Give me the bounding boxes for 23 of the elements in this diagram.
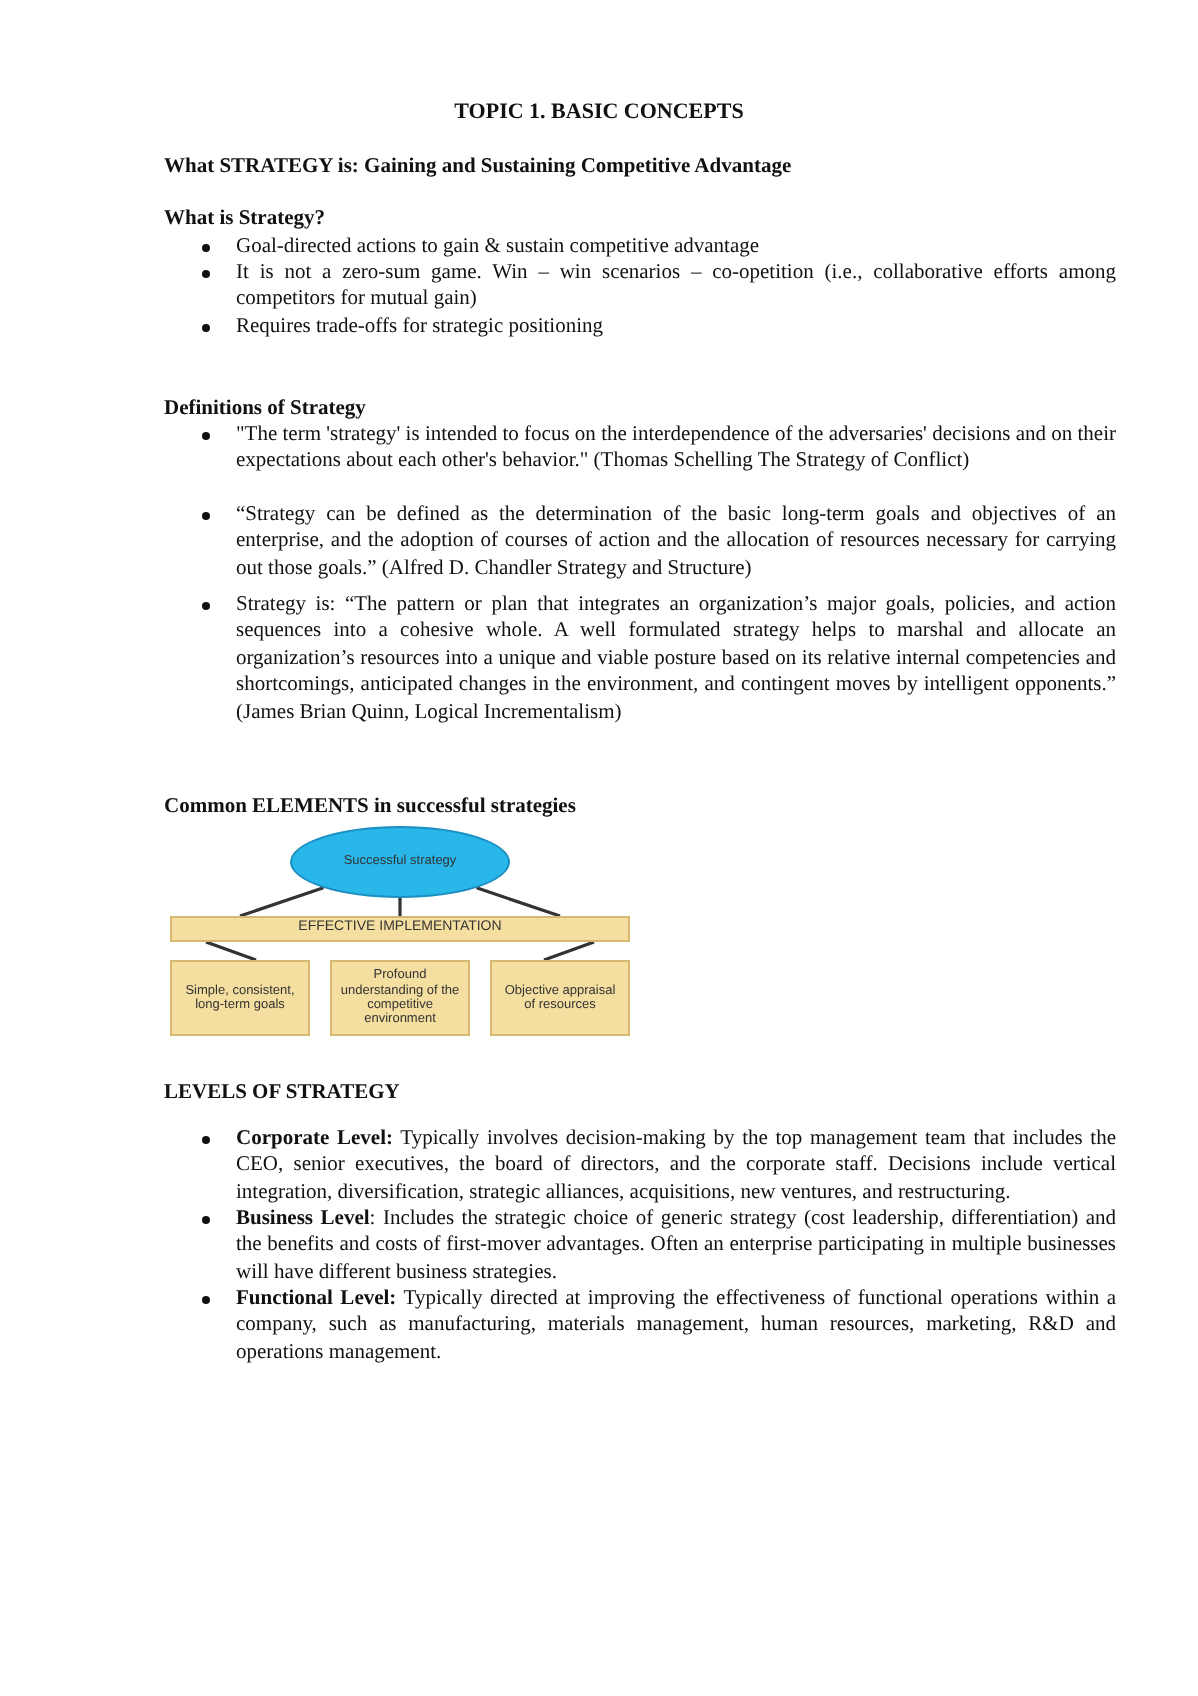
bullet-text: "The term 'strategy' is intended to focus on the interdependence of the adversaries' decisions and on their expectations about each other's behavior." (Thomas Schelling The Strategy of Conflict) — [236, 422, 1116, 476]
connector-line — [205, 940, 257, 962]
section-heading: What is Strategy? — [164, 206, 325, 233]
bullet-text: Corporate Level: Typically involves decision-making by the top management team that includes the CEO, senior executives, the board of directors, and the corporate staff. Decisions include vertical integration, diversification, strategic alliances, acquisitions, new ventures, and restructuring. — [236, 1126, 1116, 1207]
connector-line — [543, 940, 595, 962]
connector-line — [476, 886, 561, 918]
section-heading: Definitions of Strategy — [164, 396, 366, 423]
banner-bar — [170, 916, 630, 942]
process-box — [490, 960, 630, 1036]
process-box — [170, 960, 310, 1036]
bullet-text: “Strategy can be defined as the determination of the basic long-term goals and objectives of an enterprise, and the adoption of courses of action and the allocation of resources necessary for carrying out those goals.” (Alfred D. Chandler Strategy and Structure) — [236, 502, 1116, 583]
section-heading: What STRATEGY is: Gaining and Sustaining Competitive Advantage — [164, 154, 792, 181]
section-heading: LEVELS OF STRATEGY — [164, 1080, 400, 1107]
connector-line — [239, 886, 324, 918]
bullet-text: Strategy is: “The pattern or plan that integrates an organization’s major goals, policies, and action sequences into a cohesive whole. A well formulated strategy helps to marshal and allocate an organization’s resources into a unique and viable posture based on its relative internal competencies and shortcomings, anticipated changes in the environment, and contingent moves by intelligent opponents.” (James Brian Quinn, Logical Incrementalism) — [236, 592, 1116, 727]
connector-line — [398, 898, 402, 916]
bullet-text: Functional Level: Typically directed at improving the effectiveness of functional operations within a company, such as manufacturing, materials management, human resources, marketing, R&D and operations management. — [236, 1286, 1116, 1367]
page-title: TOPIC 1. BASIC CONCEPTS — [452, 100, 746, 127]
bullet-text: Requires trade-offs for strategic positioning — [236, 314, 606, 341]
bullet-text: Goal-directed actions to gain & sustain competitive advantage — [236, 234, 762, 261]
section-heading: Common ELEMENTS in successful strategies — [164, 794, 576, 821]
bullet-text: It is not a zero-sum game. Win – win scenarios – co-opetition (i.e., collaborative efforts among competitors for mutual gain) — [236, 260, 1116, 314]
bullet-text: Business Level: Includes the strategic choice of generic strategy (cost leadership, differentiation) and the benefits and costs of first-mover advantages. Often an enterprise participating in multiple businesses will have different business strategies. — [236, 1206, 1116, 1287]
